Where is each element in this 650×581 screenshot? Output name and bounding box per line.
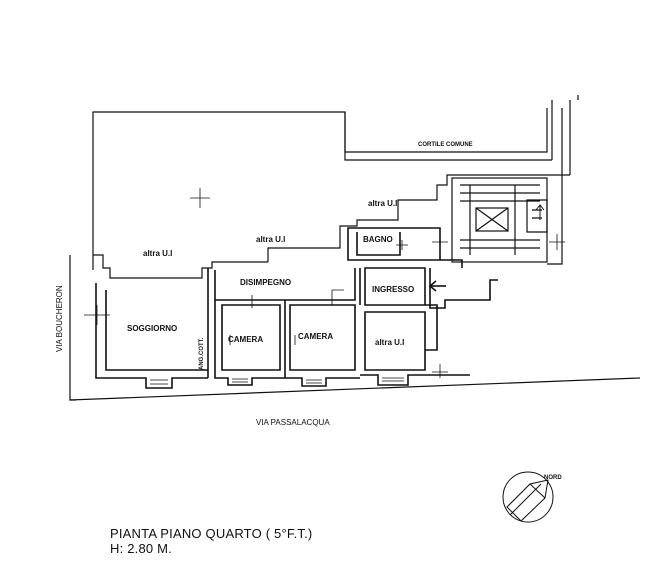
room-label-ang-cott: ANG.COTT. [199, 337, 205, 370]
title-block: PIANTA PIANO QUARTO ( 5°F.T.) H: 2.80 M. [110, 526, 312, 556]
outer-perimeter [92, 95, 579, 279]
neighbour-label-bottom-right: altra U.I [375, 338, 404, 347]
north-arrow-icon [502, 471, 554, 523]
neighbour-label-right-top: altra U.I [368, 199, 397, 208]
street-label-boucheron: VIA BOUCHERON [55, 285, 64, 352]
neighbour-label-left: altra U.I [143, 249, 172, 258]
room-label-ingresso: INGRESSO [372, 285, 414, 294]
plan-title: PIANTA PIANO QUARTO ( 5°F.T.) [110, 526, 313, 541]
window-markers [84, 188, 565, 385]
street-label-passalacqua: VIA PASSALACQUA [256, 418, 330, 427]
room-label-bagno: BAGNO [363, 235, 393, 244]
stair-arrow-icon [535, 204, 545, 220]
neighbour-label-center: altra U.I [256, 235, 285, 244]
room-label-camera-2: CAMERA [298, 332, 333, 341]
room-label-camera-1: CAMERA [228, 335, 263, 344]
street-label-cortile: CORTILE COMUNE [418, 142, 473, 148]
plan-height: H: 2.80 M. [110, 541, 172, 556]
street-lines [69, 255, 641, 401]
room-label-disimpegno: DISIMPEGNO [240, 278, 291, 287]
room-label-soggiorno: SOGGIORNO [127, 324, 177, 333]
entrance-arrow-icon [428, 280, 446, 292]
compass-label: NORD [544, 475, 562, 481]
apartment-walls [95, 227, 498, 389]
stair-core [451, 177, 548, 263]
labels: SOGGIORNO DISIMPEGNO CAMERA CAMERA BAGNO… [55, 142, 562, 481]
